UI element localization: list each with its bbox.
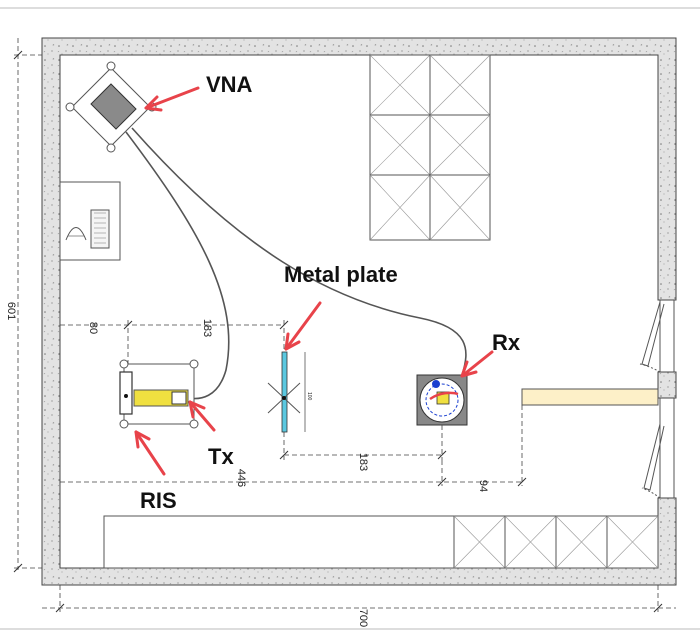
metal-plate xyxy=(267,351,306,433)
room-width-label: 700 xyxy=(357,609,369,627)
ris-tx-stand xyxy=(119,359,199,429)
ris-offset-label: 80 xyxy=(87,322,99,334)
tx-label: Tx xyxy=(208,444,234,469)
vna-table xyxy=(65,61,157,153)
annotation-arrows xyxy=(134,86,494,476)
ris-to-rx-total-label: 446 xyxy=(235,469,247,487)
rx-to-cabinet-label: 94 xyxy=(477,480,489,492)
plate-to-rx-label: 183 xyxy=(357,453,369,471)
metal-plate-label: Metal plate xyxy=(284,262,398,287)
window-upper xyxy=(639,300,675,373)
vna-label: VNA xyxy=(206,72,253,97)
room-walls xyxy=(41,37,677,586)
ris-to-plate-label: 183 xyxy=(201,319,213,337)
dimension-ticks xyxy=(13,50,663,613)
vna-device xyxy=(90,83,137,130)
rx-marker-icon xyxy=(432,380,440,388)
plate-width-label: 100 xyxy=(306,392,312,401)
rx-stand xyxy=(416,374,468,426)
cabinet xyxy=(521,388,659,406)
overhead-panels xyxy=(369,54,491,241)
desk xyxy=(59,181,121,261)
ris-panel xyxy=(119,371,133,415)
bottom-bench xyxy=(103,515,659,569)
window-lower xyxy=(641,398,675,499)
room-depth-label: 601 xyxy=(5,302,17,320)
dimension-lines xyxy=(14,38,676,612)
rx-label: Rx xyxy=(492,330,521,355)
ris-label: RIS xyxy=(140,488,177,513)
cables xyxy=(125,127,467,400)
rx-arrow-tail xyxy=(429,391,459,401)
